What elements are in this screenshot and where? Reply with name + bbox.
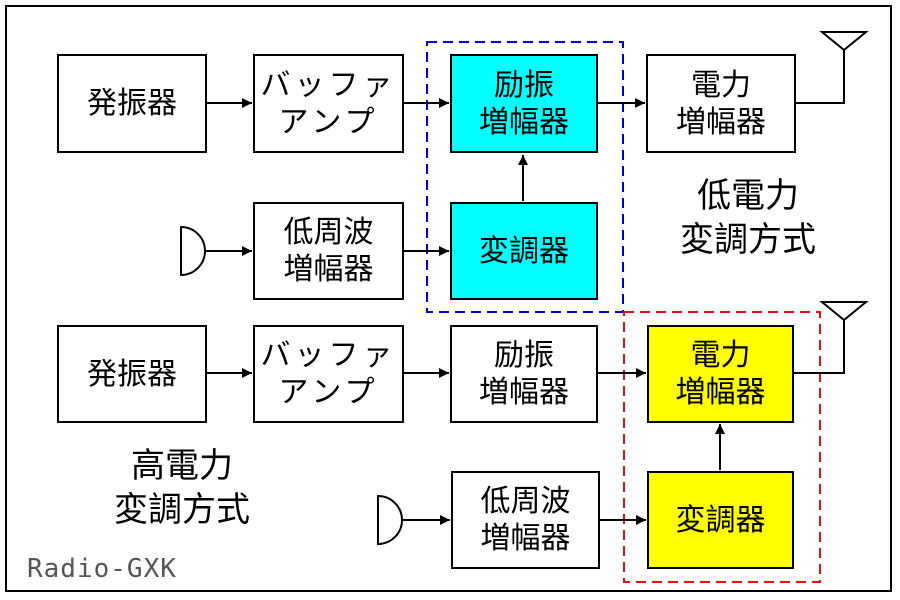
caption-low-power: 低電力 変調方式	[680, 176, 816, 260]
caption-high-power: 高電力 変調方式	[114, 446, 250, 530]
high-power-group-outline	[623, 311, 821, 583]
modulator-low: 変調器	[450, 202, 598, 300]
diagram-frame	[5, 5, 892, 592]
antenna-icon-low	[819, 31, 869, 52]
modulator-high: 変調器	[647, 471, 794, 569]
watermark-text: Radio-GXK	[27, 554, 177, 584]
af-amp-low: 低周波 増幅器	[253, 202, 404, 300]
microphone-icon-low	[180, 225, 206, 277]
driver-amp-high: 励振 増幅器	[450, 325, 598, 423]
power-amp-low: 電力 増幅器	[646, 54, 796, 153]
af-amp-high: 低周波 増幅器	[451, 471, 600, 569]
power-amp-high: 電力 増幅器	[647, 325, 794, 423]
buffer-amp-low: バッファ アンプ	[253, 54, 404, 153]
low-power-group-outline	[426, 41, 624, 313]
antenna-icon-high	[819, 301, 869, 322]
feed-line-high	[794, 320, 845, 374]
driver-amp-low: 励振 増幅器	[450, 54, 598, 153]
oscillator-high: 発振器	[57, 325, 207, 423]
oscillator-low: 発振器	[57, 54, 207, 153]
microphone-icon-high	[377, 494, 403, 546]
feed-line-low	[796, 50, 845, 104]
buffer-amp-high: バッファ アンプ	[253, 325, 404, 423]
